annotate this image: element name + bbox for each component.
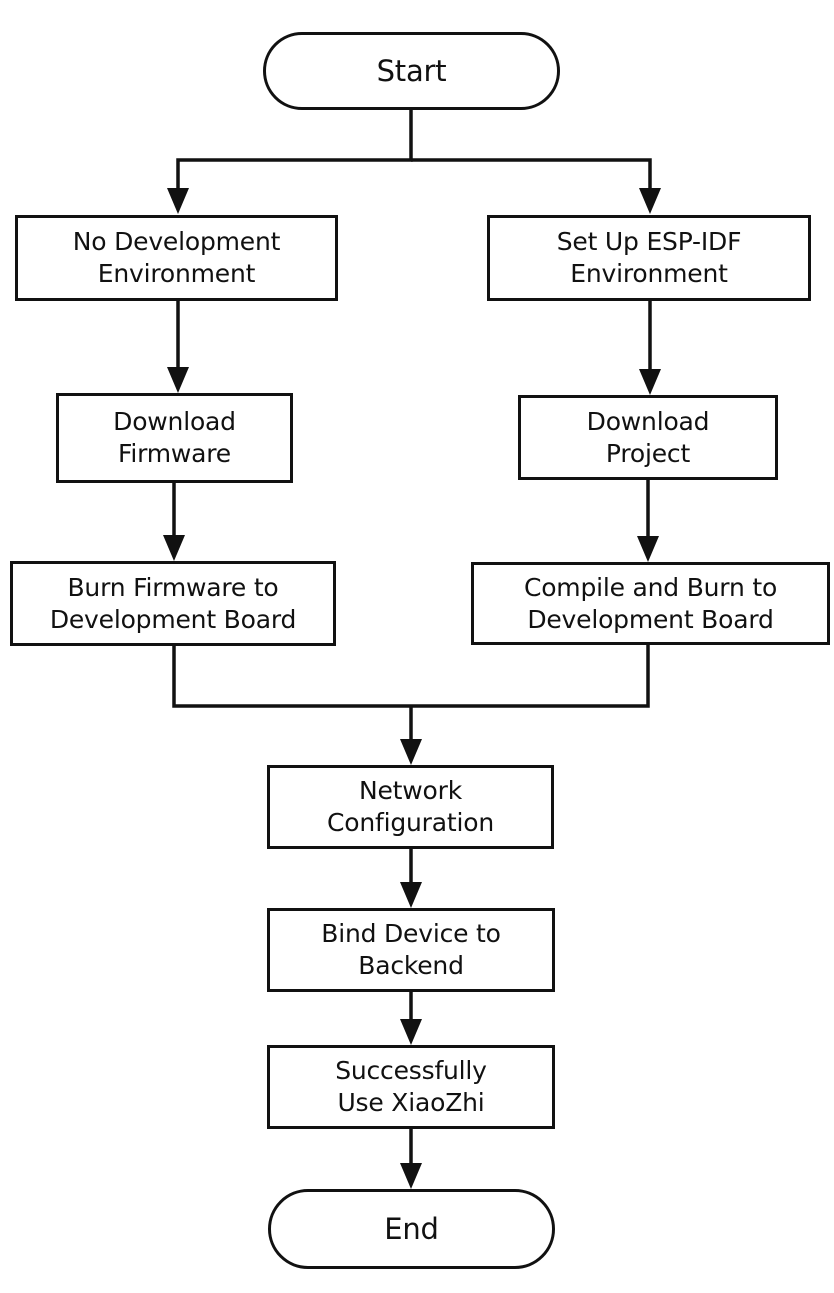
compile-burn-node: Compile and Burn to Development Board <box>471 562 830 645</box>
no-dev-env-node: No Development Environment <box>15 215 338 301</box>
no-dev-env-label: No Development Environment <box>72 227 281 288</box>
edge-start-to-setup-esp-idf <box>411 158 652 202</box>
arrowhead-download-project <box>639 369 661 395</box>
arrowhead-compile-burn <box>637 536 659 562</box>
end-label: End <box>384 1212 439 1246</box>
use-xiaozhi-label: Successfully Use XiaoZhi <box>335 1056 487 1117</box>
network-config-node: Network Configuration <box>267 765 554 849</box>
setup-esp-idf-label: Set Up ESP-IDF Environment <box>556 227 742 288</box>
arrowhead-no-dev-env <box>167 188 189 214</box>
arrowhead-use-xiaozhi <box>400 1019 422 1045</box>
burn-firmware-node: Burn Firmware to Development Board <box>10 561 336 646</box>
arrowhead-network-config <box>400 739 422 765</box>
start-node: Start <box>263 32 560 110</box>
edge-burn-firmware-to-merge <box>172 643 650 708</box>
use-xiaozhi-node: Successfully Use XiaoZhi <box>267 1045 555 1129</box>
network-config-label: Network Configuration <box>327 776 494 837</box>
arrowhead-setup-esp-idf <box>639 188 661 214</box>
start-label: Start <box>376 54 447 88</box>
edge-start-to-no-dev-env <box>176 108 413 202</box>
end-node: End <box>268 1189 555 1269</box>
bind-device-node: Bind Device to Backend <box>267 908 555 992</box>
setup-esp-idf-node: Set Up ESP-IDF Environment <box>487 215 811 301</box>
compile-burn-label: Compile and Burn to Development Board <box>523 572 778 634</box>
download-firmware-label: Download Firmware <box>113 407 236 468</box>
arrowhead-download-firmware <box>167 367 189 393</box>
burn-firmware-label: Burn Firmware to Development Board <box>49 572 297 634</box>
arrowhead-bind-device <box>400 882 422 908</box>
download-project-label: Download Project <box>586 406 710 468</box>
download-firmware-node: Download Firmware <box>56 393 293 483</box>
bind-device-label: Bind Device to Backend <box>321 919 501 980</box>
arrowhead-end <box>400 1163 422 1189</box>
arrowhead-burn-firmware <box>163 535 185 561</box>
download-project-node: Download Project <box>518 395 778 480</box>
